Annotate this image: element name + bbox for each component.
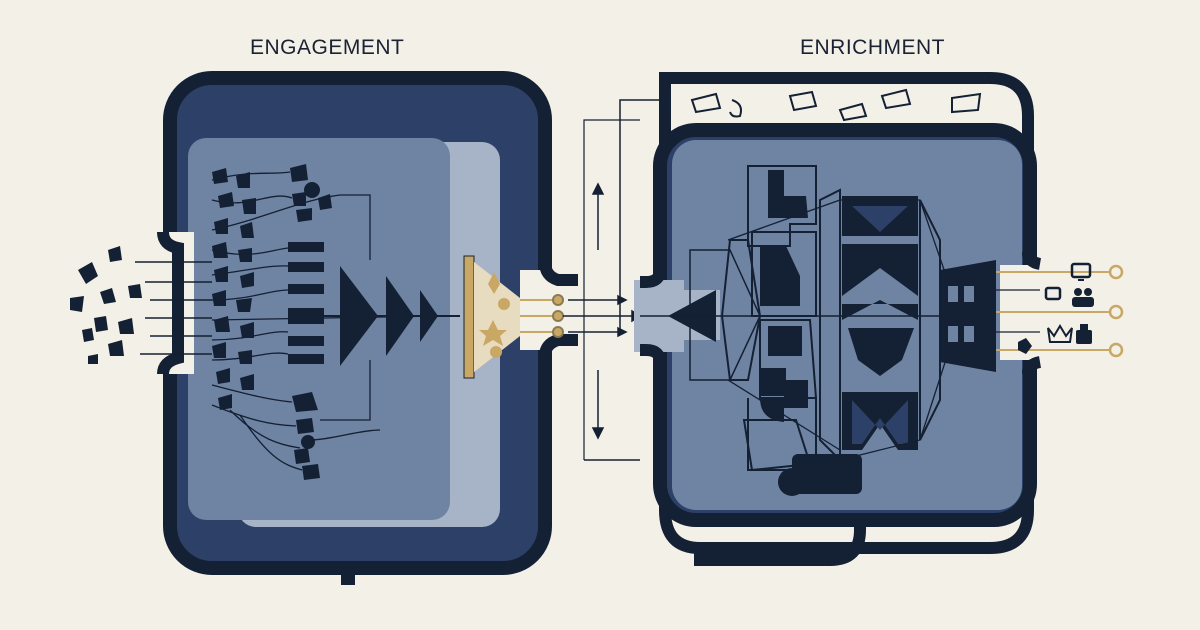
outlet-edge <box>539 261 578 357</box>
monitor-icon <box>1070 262 1092 281</box>
enrichment-outlet-edge <box>1022 251 1042 375</box>
enrichment-drain-pipe <box>694 520 866 566</box>
output-funnel <box>940 260 996 372</box>
lattice-lines <box>727 199 961 461</box>
enrichment-title: ENRICHMENT <box>800 36 945 59</box>
engagement-output-nodes <box>520 294 564 338</box>
output-slots <box>948 286 974 342</box>
inlet-edge <box>157 231 184 375</box>
crown-icon <box>1047 324 1073 343</box>
product-icons <box>1018 262 1094 354</box>
monitor-icon <box>1044 286 1062 301</box>
machinery-solids <box>760 170 862 496</box>
sorted-cluster-top <box>290 164 332 222</box>
input-lines <box>135 261 212 355</box>
processing-bars <box>288 242 324 364</box>
enrichment-output-nodes <box>1108 264 1124 358</box>
chevron-highlights <box>852 206 908 444</box>
enrichment-inlet-edge <box>640 269 666 363</box>
enrichment-unit <box>634 72 1124 566</box>
raw-fragments <box>70 246 142 364</box>
engagement-main-panel <box>188 138 450 520</box>
diamond-icon <box>488 272 500 294</box>
bottle-icon <box>1076 324 1092 344</box>
star-icon <box>479 320 507 346</box>
sorted-cluster-bottom <box>292 392 320 480</box>
sorting-fragments <box>212 168 256 410</box>
circle-icon <box>490 346 502 358</box>
diamond-icon <box>1018 338 1032 354</box>
connector <box>563 99 668 461</box>
gold-filter <box>463 255 475 379</box>
engagement-unit <box>70 71 578 585</box>
people-icon <box>1072 288 1094 307</box>
circle-icon <box>498 298 510 310</box>
floating-pieces <box>690 88 982 122</box>
filter-gems <box>479 272 510 358</box>
engagement-title: ENGAGEMENT <box>250 36 405 59</box>
enrichment-sub-lines <box>996 289 1040 333</box>
entry-funnel-outline <box>689 249 761 381</box>
